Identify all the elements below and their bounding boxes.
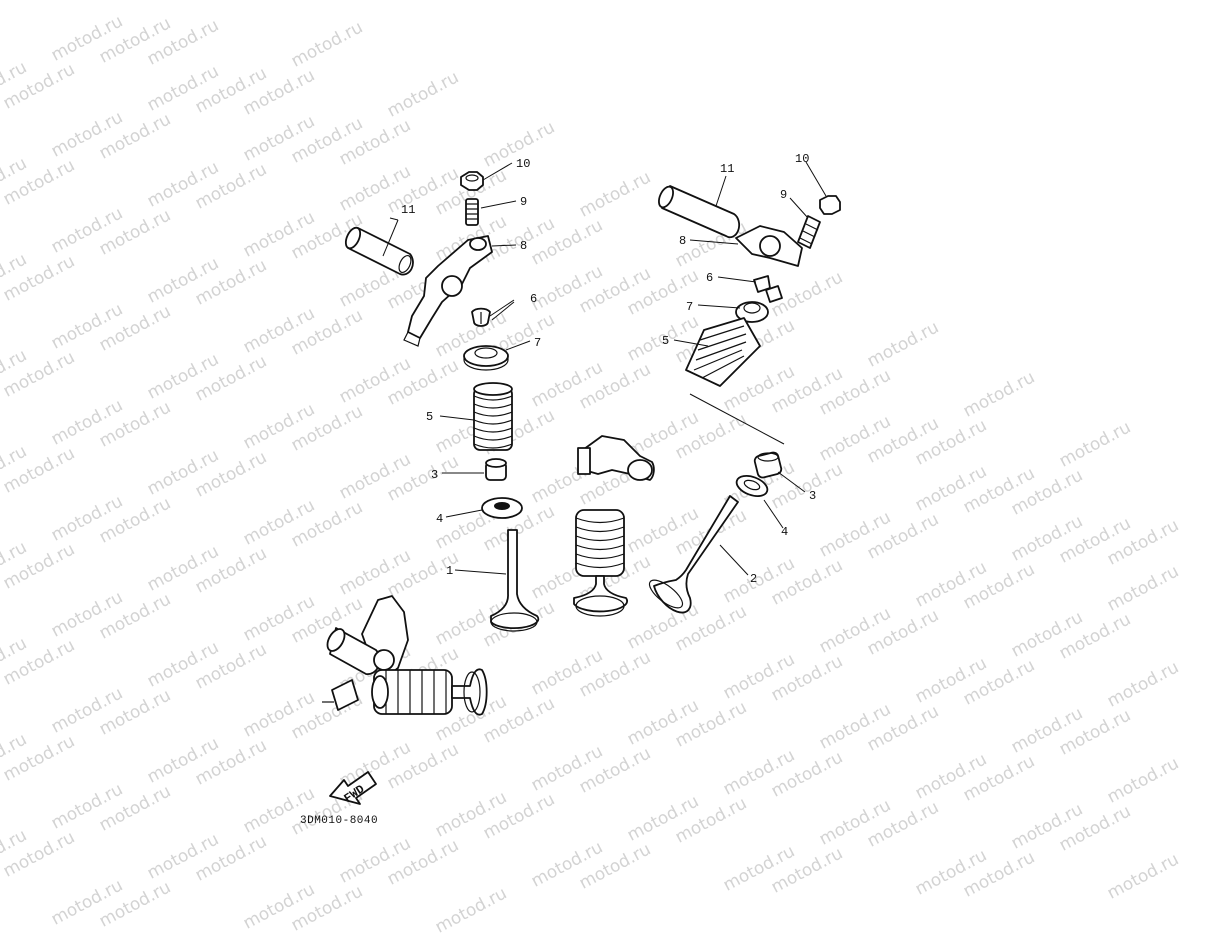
callout-left-8: 8 — [520, 239, 527, 253]
callout-left-11: 11 — [401, 203, 415, 217]
callout-left-7: 7 — [534, 336, 541, 350]
left-part-8-rocker-arm — [403, 235, 493, 347]
left-part-11-shaft — [344, 226, 414, 276]
right-part-3-stem-seal — [753, 451, 783, 479]
assembled-rocker-valve-isometric — [322, 595, 488, 716]
callout-left-9: 9 — [520, 195, 527, 209]
left-part-10-nut — [460, 171, 484, 191]
right-part-5-spring — [685, 317, 761, 387]
left-part-7-retainer — [463, 345, 509, 371]
callout-right-4: 4 — [781, 525, 788, 539]
callout-left-4: 4 — [436, 512, 443, 526]
right-stem-guide-line — [689, 393, 785, 445]
right-part-8-rocker-arm — [735, 225, 803, 267]
callout-numbers-left: 10 9 11 8 6 7 5 3 4 1 — [401, 157, 541, 578]
left-part-5-spring — [473, 382, 513, 451]
left-part-4-seat — [481, 497, 523, 519]
drawing-code: 3DM010-8040 — [300, 815, 379, 827]
assembled-valve-spring — [573, 509, 629, 617]
callout-numbers-right: 11 10 9 8 6 7 5 3 4 2 — [662, 152, 816, 586]
right-part-9-screw — [797, 215, 821, 249]
callout-right-3: 3 — [809, 489, 816, 503]
callout-right-5: 5 — [662, 334, 669, 348]
right-part-4-seat — [735, 475, 769, 497]
callout-lines — [382, 161, 827, 576]
callout-left-5: 5 — [426, 410, 433, 424]
left-part-6-collets — [471, 307, 491, 327]
callout-right-2: 2 — [750, 572, 757, 586]
callout-right-7: 7 — [686, 300, 693, 314]
right-part-10-nut — [819, 195, 841, 215]
callout-right-6: 6 — [706, 271, 713, 285]
left-part-1-intake-valve — [490, 529, 540, 632]
right-part-2-exhaust-valve — [648, 495, 739, 614]
callout-right-11: 11 — [720, 162, 734, 176]
callout-left-3: 3 — [431, 468, 438, 482]
callout-right-10: 10 — [795, 152, 809, 166]
right-part-11-shaft — [658, 185, 741, 239]
left-part-9-screw — [465, 198, 479, 226]
right-part-6-collets — [753, 275, 783, 303]
callout-right-8: 8 — [679, 234, 686, 248]
assembled-rocker — [577, 435, 655, 481]
callout-left-10: 10 — [516, 157, 530, 171]
callout-left-1: 1 — [446, 564, 453, 578]
callout-left-6: 6 — [530, 292, 537, 306]
valve-assembly-diagram: FWD 10 9 1 — [322, 152, 841, 806]
right-part-7-retainer — [735, 301, 769, 323]
left-part-3-stem-seal — [485, 458, 507, 481]
callout-right-9: 9 — [780, 188, 787, 202]
fwd-arrow: FWD — [329, 771, 377, 806]
